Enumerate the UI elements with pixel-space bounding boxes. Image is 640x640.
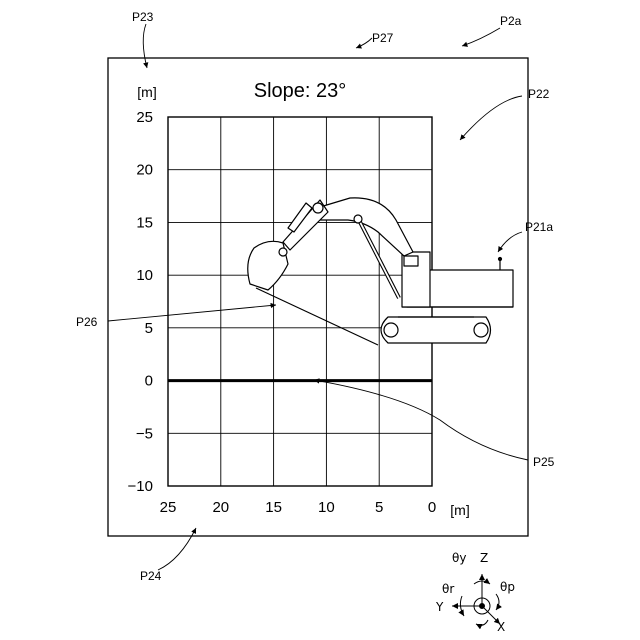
ref-label-p23: P23 bbox=[132, 10, 154, 24]
screen-title: Slope: 23° bbox=[254, 80, 347, 102]
x-tick-label: 25 bbox=[160, 499, 177, 516]
plot-area-border bbox=[168, 117, 432, 486]
ref-label-p24: P24 bbox=[140, 569, 162, 583]
slope-design-line bbox=[256, 288, 378, 345]
boom-pin bbox=[354, 215, 362, 223]
leader-p23 bbox=[143, 24, 147, 68]
ref-label-p26: P26 bbox=[76, 315, 98, 329]
excavator-boom bbox=[320, 198, 413, 256]
y-tick-label: −5 bbox=[136, 425, 153, 442]
ref-label-p22: P22 bbox=[528, 87, 550, 101]
leader-p2a bbox=[462, 28, 500, 46]
arm-pin bbox=[313, 203, 323, 213]
y-tick-label: 5 bbox=[145, 320, 153, 337]
bucket-pin bbox=[279, 248, 287, 256]
theta-p-rotation-arrow bbox=[496, 594, 499, 610]
y-tick-label: 10 bbox=[136, 267, 153, 284]
leader-p27 bbox=[356, 38, 372, 48]
axis-label-x: X bbox=[497, 620, 505, 634]
leader-p21a bbox=[498, 232, 522, 252]
leader-p26 bbox=[108, 305, 276, 321]
y-tick-label: 20 bbox=[136, 162, 153, 179]
x-tick-label: 0 bbox=[428, 499, 436, 516]
axis-label-theta-p: θp bbox=[500, 580, 515, 594]
leader-p25 bbox=[314, 380, 528, 460]
antenna-tip-icon bbox=[499, 258, 502, 261]
x-tick-label: 10 bbox=[318, 499, 335, 516]
excavator-cab bbox=[402, 252, 430, 307]
axis-label-y: Y bbox=[435, 600, 444, 614]
leader-p22 bbox=[460, 96, 522, 140]
ref-label-p2a: P2a bbox=[500, 14, 522, 28]
coordinate-axes-icon bbox=[452, 574, 500, 625]
y-tick-label: −10 bbox=[128, 478, 153, 495]
x-tick-label: 20 bbox=[212, 499, 229, 516]
x-tick-label: 5 bbox=[375, 499, 383, 516]
x-tick-label: 15 bbox=[265, 499, 282, 516]
axis-label-theta-r: θr bbox=[442, 582, 454, 596]
ref-label-p21a: P21a bbox=[525, 220, 553, 234]
y-axis-unit: [m] bbox=[137, 84, 156, 100]
leader-p24 bbox=[158, 528, 196, 570]
excavator-illustration bbox=[248, 198, 513, 345]
slope-chart: 25 20 15 10 5 0 25 20 15 10 5 0 −5 −10 bbox=[128, 109, 437, 516]
origin-dot bbox=[480, 604, 485, 609]
y-tick-label: 15 bbox=[136, 214, 153, 231]
y-tick-label: 25 bbox=[136, 109, 153, 126]
x-rotation-arrow bbox=[476, 620, 488, 625]
y-tick-label: 0 bbox=[145, 373, 153, 390]
ref-label-p27: P27 bbox=[372, 31, 394, 45]
axis-label-z: Z bbox=[480, 551, 488, 565]
ref-label-p25: P25 bbox=[533, 455, 555, 469]
x-axis-unit: [m] bbox=[450, 502, 469, 518]
axis-label-theta-y: θy bbox=[452, 551, 466, 565]
